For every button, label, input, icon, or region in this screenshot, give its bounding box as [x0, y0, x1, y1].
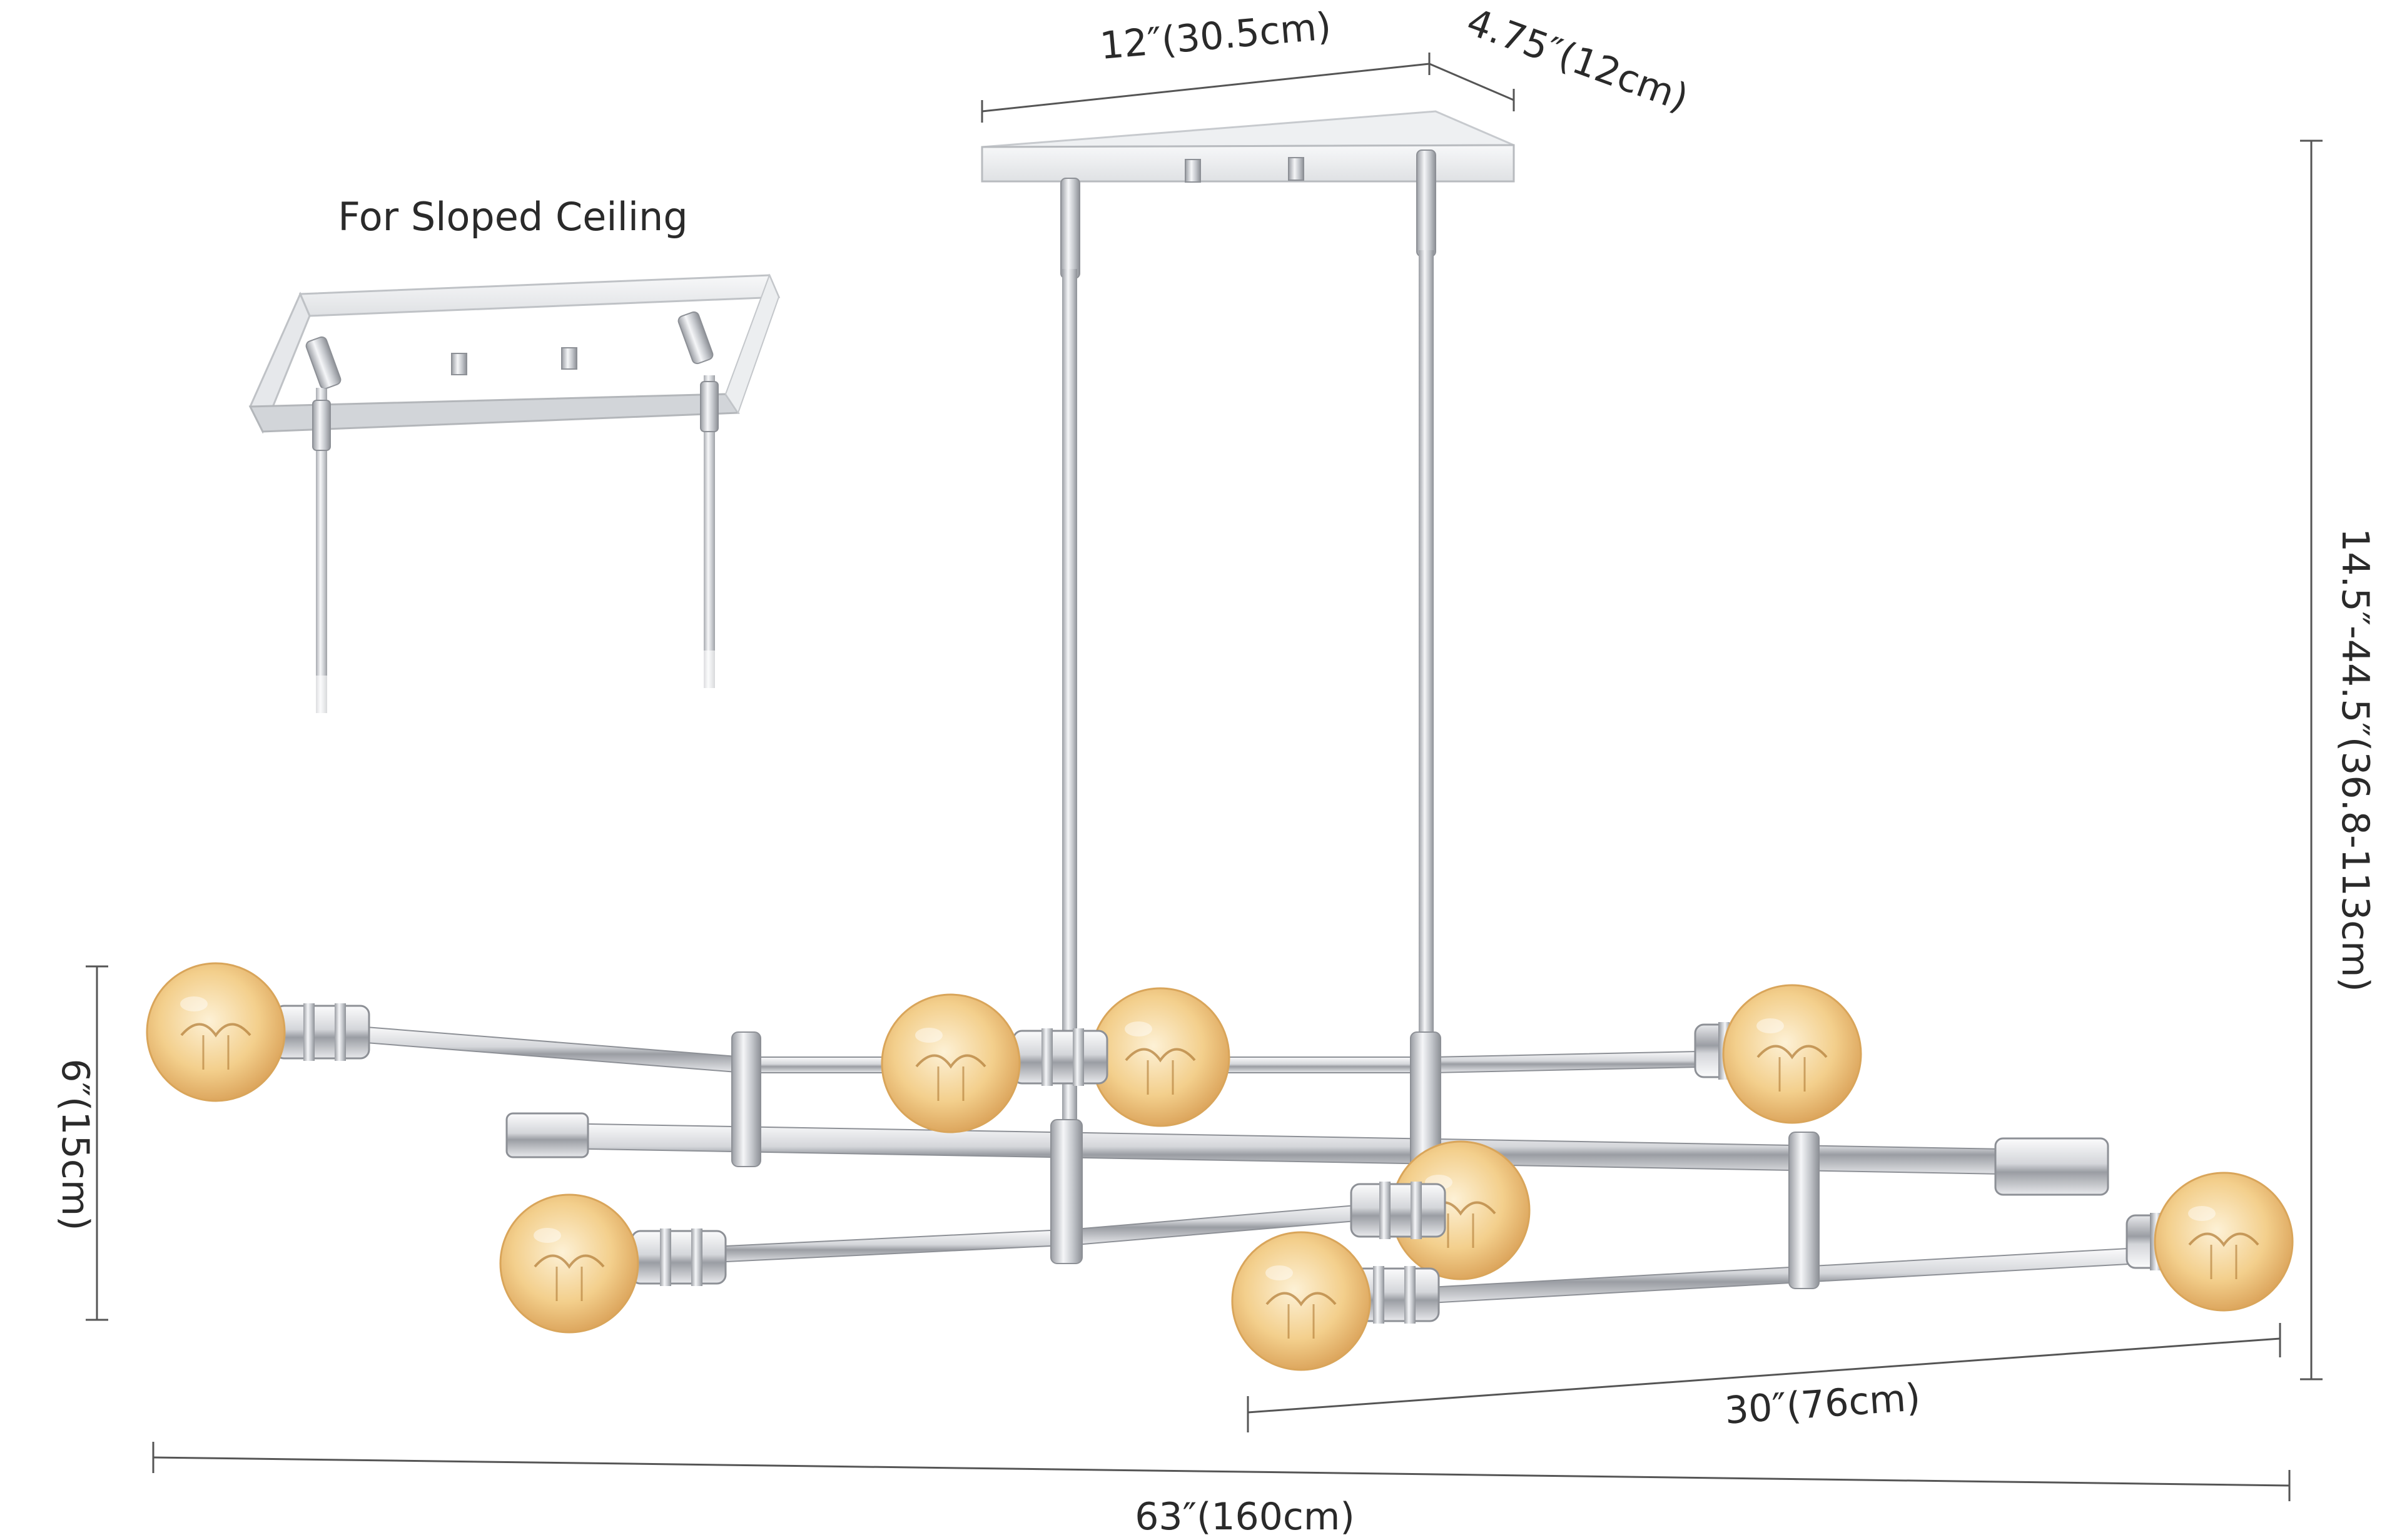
- bulb-far-right: [2126, 1172, 2294, 1312]
- dim-height-range: 14.5″-44.5″(36.8-113cm): [2333, 528, 2377, 992]
- dim-canopy-length: 12″(30.5cm): [1098, 4, 1333, 68]
- suspension-rod-right: [1419, 250, 1434, 1151]
- sloped-ceiling-inset: For Sloped Ceiling: [248, 194, 781, 713]
- bulb-lower-left: [499, 1193, 727, 1334]
- dim-fixture-depth: 6″(15cm): [53, 1058, 97, 1230]
- dim-arm-span: 30″(76cm): [1723, 1375, 1922, 1433]
- bulb-upper-mid: [881, 987, 1230, 1133]
- dim-overall-length: 63″(160cm): [1135, 1495, 1355, 1539]
- main-canopy: [981, 110, 1515, 279]
- inset-caption: For Sloped Ceiling: [338, 194, 687, 240]
- bulb-far-left: [146, 962, 370, 1102]
- suspension-rod-left: [1062, 269, 1077, 1264]
- ceiling-canopy-icon: [248, 273, 781, 434]
- dimension-lines: [86, 53, 2323, 1501]
- bulb-upper-right: [1694, 984, 1862, 1124]
- dim-canopy-width: 4.75″(12cm): [1461, 0, 1694, 120]
